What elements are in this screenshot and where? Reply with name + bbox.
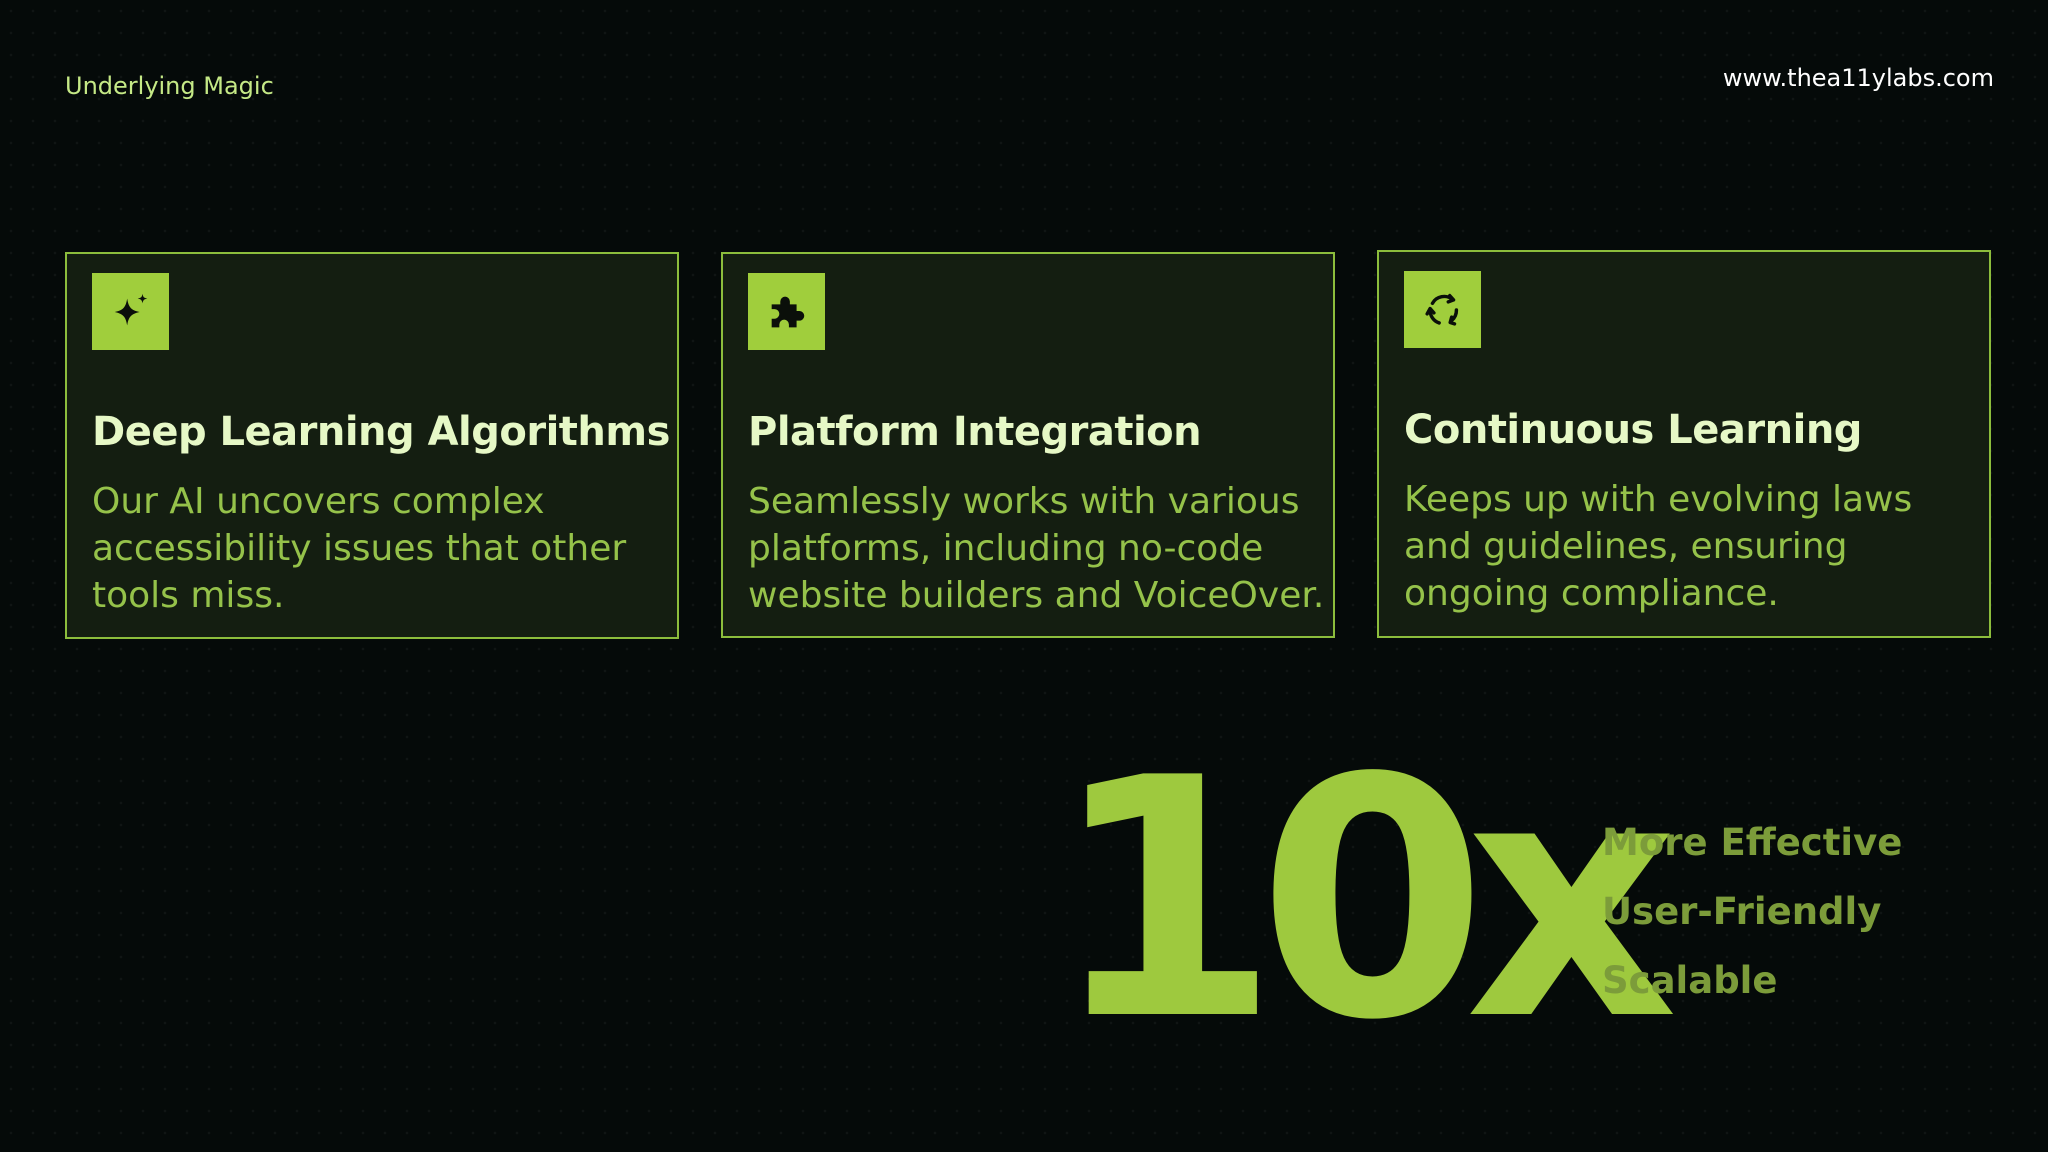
- feature-cards: Deep Learning Algorithms Our AI uncovers…: [65, 250, 1996, 643]
- feature-card-deep-learning: Deep Learning Algorithms Our AI uncovers…: [65, 252, 679, 639]
- stat-qualities: More Effective User-Friendly Scalable: [1602, 824, 1902, 1031]
- refresh-cycle-icon: [1404, 271, 1481, 348]
- card-description: Our AI uncovers complex accessibility is…: [92, 481, 627, 616]
- stat-quality-item: Scalable: [1602, 959, 1778, 1002]
- section-label: Underlying Magic: [65, 72, 274, 100]
- feature-card-continuous-learning: Continuous Learning Keeps up with evolvi…: [1377, 250, 1991, 638]
- website-url[interactable]: www.thea11ylabs.com: [1722, 64, 1994, 92]
- card-description: Keeps up with evolving laws and guidelin…: [1404, 479, 1913, 614]
- card-title: Platform Integration: [748, 409, 1202, 455]
- stat-quality-item: More Effective: [1602, 821, 1903, 864]
- stat-quality-item: User-Friendly: [1602, 890, 1882, 933]
- card-description: Seamlessly works with various platforms,…: [748, 481, 1325, 616]
- card-title: Deep Learning Algorithms: [92, 409, 670, 455]
- feature-card-platform-integration: Platform Integration Seamlessly works wi…: [721, 252, 1335, 638]
- sparkle-icon: [92, 273, 169, 350]
- stat-value: 10x: [1050, 708, 1678, 1092]
- puzzle-piece-icon: [748, 273, 825, 350]
- card-title: Continuous Learning: [1404, 407, 1862, 453]
